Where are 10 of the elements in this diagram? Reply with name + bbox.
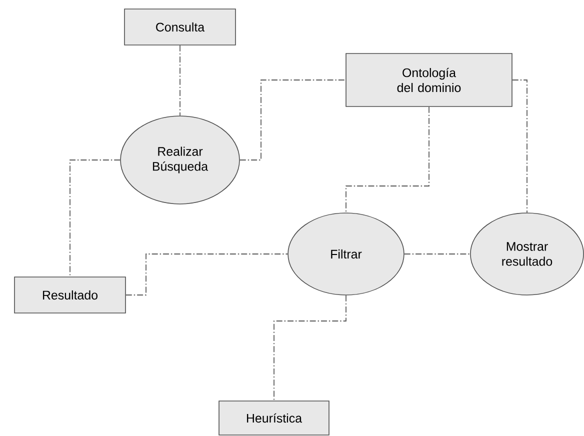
connector-line [125, 254, 288, 296]
process-box: Heurística [218, 400, 330, 436]
connector-line [239, 80, 346, 160]
process-box: Ontología del dominio [346, 53, 512, 107]
connector-line [70, 160, 121, 278]
connector-line [274, 294, 346, 402]
connector-line [346, 106, 430, 214]
process-box: Resultado [14, 276, 126, 314]
connector-line [512, 80, 528, 214]
process-box: Consulta [124, 8, 236, 46]
